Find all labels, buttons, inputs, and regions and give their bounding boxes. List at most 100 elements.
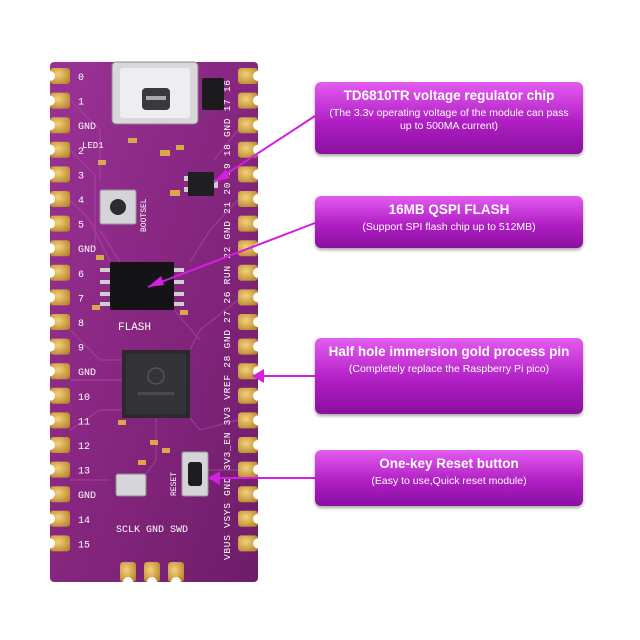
callout-reset: One-key Reset button (Easy to use,Quick … (315, 450, 583, 506)
castellated-pin (238, 117, 263, 134)
reset-button (181, 451, 209, 497)
castellated-pin (45, 117, 70, 134)
castellated-pin (45, 535, 70, 552)
castellated-pin (238, 338, 263, 355)
castellated-pin (238, 461, 263, 478)
castellated-pin (45, 215, 70, 232)
castellated-pin (238, 535, 263, 552)
castellated-pin (238, 215, 263, 232)
pin-label: 12 (78, 442, 90, 453)
castellated-pin (238, 486, 263, 503)
castellated-pin (45, 510, 70, 527)
castellated-pin (45, 461, 70, 478)
callout-reset-title: One-key Reset button (379, 456, 519, 471)
left-pin-row (45, 68, 70, 552)
qspi-flash-chip (100, 262, 184, 310)
castellated-pin (45, 141, 70, 158)
connector-line-flash (147, 222, 316, 288)
connector-line-regulator (213, 115, 316, 183)
castellated-pin (238, 68, 263, 84)
swd-pin (168, 562, 184, 587)
callout-pins-subtitle: (Completely replace the Raspberry Pi pic… (348, 363, 550, 375)
callout-flash: 16MB QSPI FLASH (Support SPI flash chip … (315, 196, 583, 248)
pin-label: 3 (78, 171, 84, 182)
pin-label: 5 (78, 221, 84, 232)
rp2040-microcontroller (122, 350, 190, 418)
bottom-swd-pins (120, 562, 184, 587)
inductor (202, 78, 224, 110)
castellated-pin (238, 314, 263, 330)
arrowhead-pins (252, 369, 264, 383)
castellated-pin (238, 510, 263, 527)
callout-flash-title: 16MB QSPI FLASH (388, 202, 510, 217)
castellated-pin (45, 314, 70, 330)
callout-pins-title: Half hole immersion gold process pin (328, 344, 570, 359)
arrowhead-reset (208, 471, 220, 485)
pin-label: 1 (78, 98, 84, 109)
usb-c-connector (111, 61, 199, 125)
castellated-pin (45, 240, 70, 257)
arrowhead-regulator (214, 169, 230, 182)
swd-pin (120, 562, 136, 587)
pin-label: 6 (78, 270, 84, 281)
callout-reset-subtitle: (Easy to use,Quick reset module) (371, 475, 527, 487)
castellated-pin (45, 289, 70, 306)
callout-regulator: TD6810TR voltage regulator chip (The 3.3… (315, 82, 583, 154)
callout-pins: Half hole immersion gold process pin (Co… (315, 338, 583, 414)
pin-label: GND (78, 122, 96, 133)
castellated-pin (45, 68, 70, 84)
castellated-pin (238, 387, 263, 404)
reset-label: RESET (170, 472, 179, 496)
pin-label: 14 (78, 516, 90, 527)
right-strip-label: VBUS VSYS GND 3V3_EN 3V3 VREF 28 GND 27 … (222, 80, 233, 560)
castellated-pin (45, 191, 70, 207)
callout-flash-subtitle: (Support SPI flash chip up to 512MB) (362, 221, 536, 233)
castellated-pin (45, 437, 70, 453)
castellated-pin (45, 412, 70, 429)
castellated-pin (238, 92, 263, 109)
flash-label: FLASH (118, 322, 151, 334)
pin-label: GND (78, 245, 96, 256)
castellated-pin (45, 264, 70, 281)
bootsel-button (99, 189, 137, 225)
pin-label: 2 (78, 147, 84, 158)
pin-label: 11 (78, 417, 90, 428)
smd-components (92, 138, 188, 465)
pin-label: 8 (78, 319, 84, 330)
bootsel-label: BOOTSEL (140, 198, 149, 232)
pin-label: 4 (78, 196, 84, 207)
pcb-traces (69, 99, 239, 481)
castellated-pin (45, 387, 70, 404)
castellated-pin (238, 141, 263, 158)
castellated-pin (45, 363, 70, 380)
led-label: LED1 (82, 141, 104, 151)
pin-label: 9 (78, 344, 84, 355)
right-pin-row (238, 68, 263, 552)
voltage-regulator-chip (184, 172, 218, 196)
castellated-pin (45, 486, 70, 503)
pin-label: 10 (78, 393, 90, 404)
swd-label: SCLK GND SWD (116, 525, 188, 536)
castellated-pin (238, 166, 263, 183)
pin-label: 7 (78, 294, 84, 305)
castellated-pin (45, 92, 70, 109)
swd-pin (144, 562, 160, 587)
pin-label: 0 (78, 73, 84, 84)
callout-regulator-subtitle: (The 3.3v operating voltage of the modul… (329, 107, 569, 132)
castellated-pin (238, 191, 263, 207)
castellated-pin (238, 264, 263, 281)
castellated-pin (238, 412, 263, 429)
crystal-oscillator (115, 473, 147, 497)
castellated-pin (45, 166, 70, 183)
castellated-pin (45, 338, 70, 355)
pin-label: 15 (78, 540, 90, 551)
castellated-pin (238, 289, 263, 306)
arrowhead-flash (148, 276, 164, 287)
castellated-pin (238, 437, 263, 453)
pin-label: GND (78, 491, 96, 502)
callout-regulator-title: TD6810TR voltage regulator chip (343, 88, 555, 103)
pin-label: GND (78, 368, 96, 379)
pin-label: 13 (78, 467, 90, 478)
